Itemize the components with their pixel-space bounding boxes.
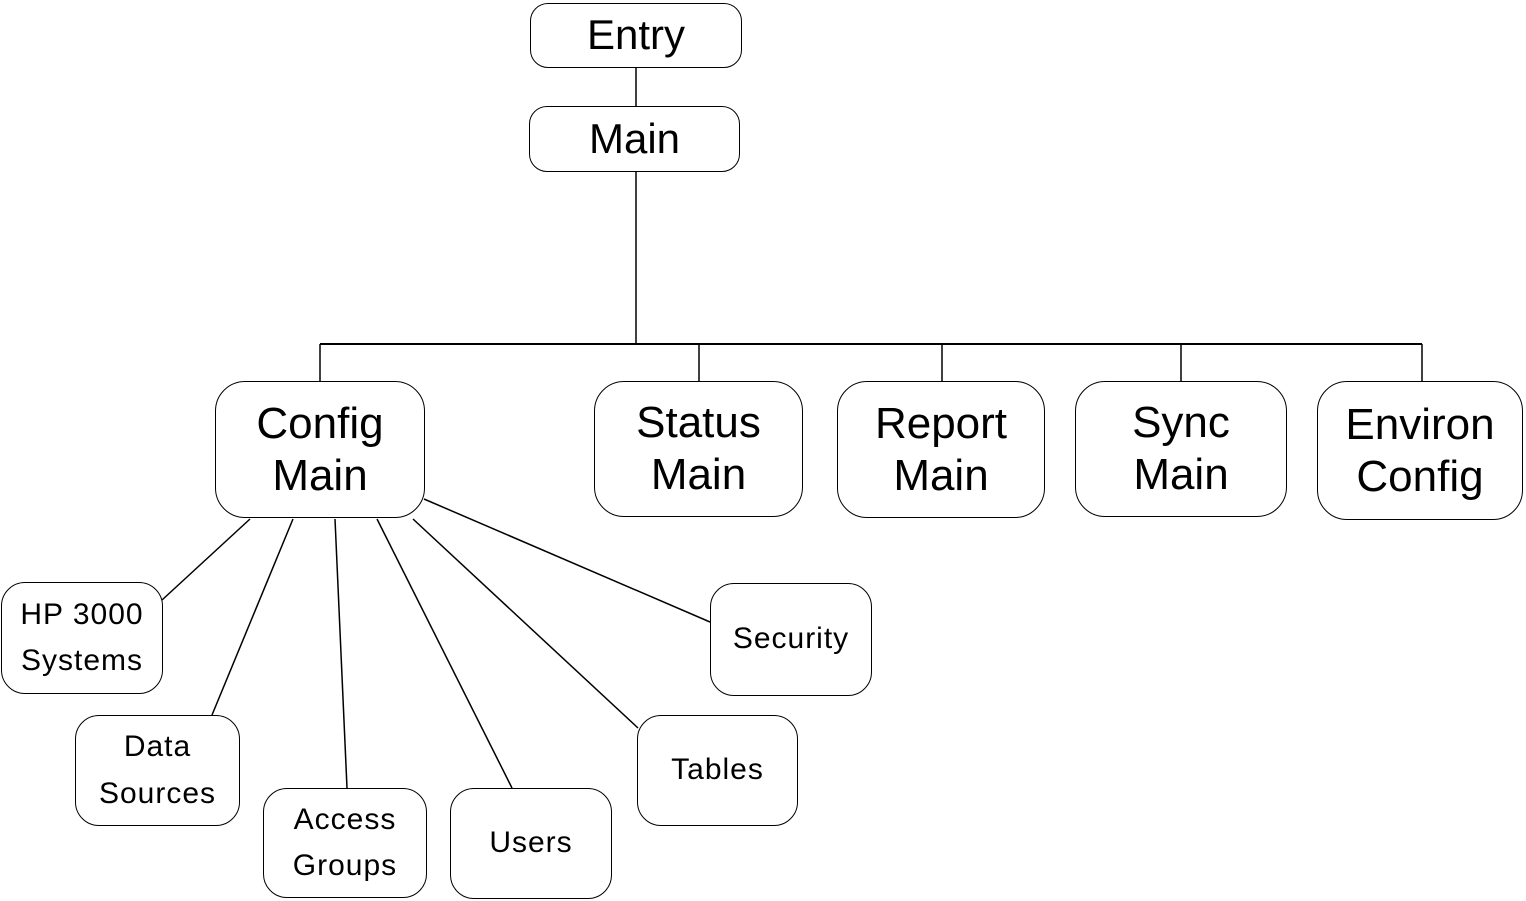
node-environ-config-label-2: Config xyxy=(1356,451,1484,501)
node-data-sources: Data Sources xyxy=(75,715,240,826)
node-sync-main: Sync Main xyxy=(1075,381,1287,517)
node-config-main-label-1: Config xyxy=(256,398,384,448)
node-users: Users xyxy=(450,788,612,899)
connector-config-tables xyxy=(412,518,639,729)
node-tables-label: Tables xyxy=(671,753,764,787)
node-access-groups-label-1: Access xyxy=(293,802,397,836)
node-main: Main xyxy=(529,106,740,172)
node-tables: Tables xyxy=(637,715,798,826)
node-hp3000-systems: HP 3000 Systems xyxy=(1,582,163,694)
node-report-main: Report Main xyxy=(837,381,1045,518)
connector-config-access xyxy=(334,518,348,789)
connector-config-security xyxy=(423,498,711,623)
node-report-main-label-2: Main xyxy=(893,450,989,500)
connector-config-users xyxy=(376,518,513,789)
node-access-groups: Access Groups xyxy=(263,788,427,898)
connector-config-hp3000 xyxy=(161,518,251,601)
node-data-sources-label-2: Sources xyxy=(98,776,217,810)
node-security: Security xyxy=(710,583,872,696)
connector-config-data xyxy=(211,518,294,716)
node-status-main: Status Main xyxy=(594,381,803,517)
node-hp3000-systems-label-2: Systems xyxy=(20,644,144,677)
node-status-main-label-2: Main xyxy=(650,450,747,499)
node-config-main-label-2: Main xyxy=(272,450,368,500)
node-config-main: Config Main xyxy=(215,381,425,518)
node-status-main-label-1: Status xyxy=(636,398,761,448)
node-main-label: Main xyxy=(588,114,681,162)
node-entry-label: Entry xyxy=(586,11,686,59)
node-data-sources-label-1: Data xyxy=(123,730,192,763)
node-entry: Entry xyxy=(530,3,742,68)
node-users-label: Users xyxy=(489,826,573,860)
node-security-label: Security xyxy=(732,622,850,656)
node-environ-config: Environ Config xyxy=(1317,381,1523,520)
node-sync-main-label-2: Main xyxy=(1133,450,1229,499)
node-sync-main-label-1: Sync xyxy=(1132,398,1230,448)
node-access-groups-label-2: Groups xyxy=(292,849,398,882)
node-hp3000-systems-label-1: HP 3000 xyxy=(20,597,144,631)
node-report-main-label-1: Report xyxy=(874,398,1008,448)
node-environ-config-label-1: Environ xyxy=(1345,399,1495,449)
